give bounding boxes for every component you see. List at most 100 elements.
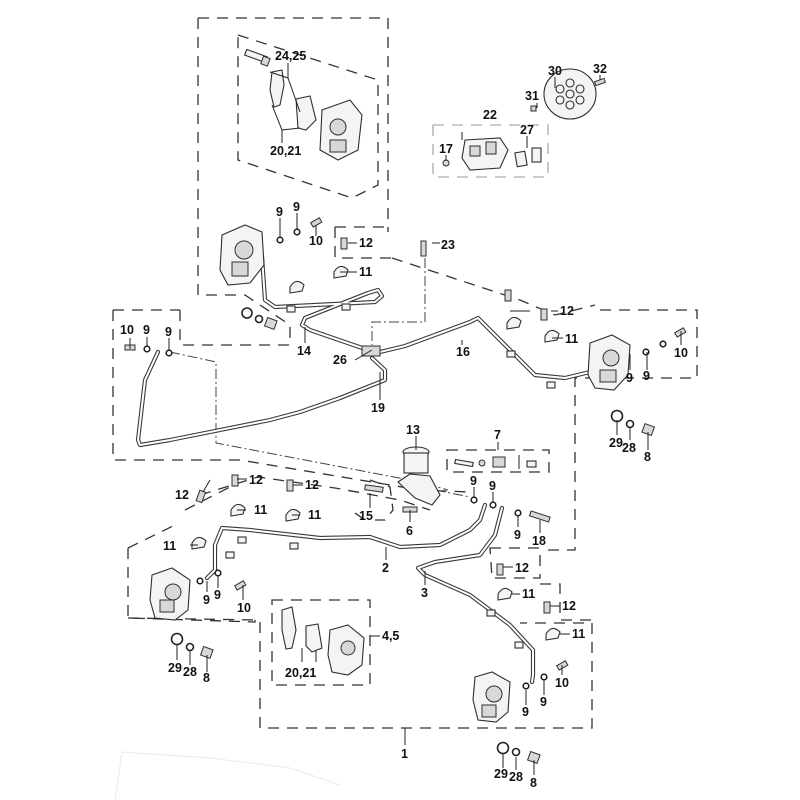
frame-lower-diagonal (127, 476, 431, 623)
label-washer-29: 29 (494, 767, 508, 781)
brake-pad-icon (269, 69, 317, 131)
label-joint-26: 26 (333, 353, 347, 367)
label-bolt-18: 18 (532, 534, 546, 548)
washer-icon (254, 314, 264, 324)
brake-caliper-icon (327, 624, 365, 676)
label-disc-bolt-32: 32 (593, 62, 607, 76)
label-washer-9: 9 (522, 705, 529, 719)
brake-caliper-icon (219, 224, 265, 286)
slide-pin-icon (243, 48, 271, 67)
brake-disc-icon (543, 68, 597, 120)
frame-caliper-kit (237, 34, 379, 199)
label-clamp-bolt-12: 12 (359, 236, 373, 250)
group-frames (112, 17, 698, 729)
label-pipe-19: 19 (371, 401, 385, 415)
washer-icon (511, 747, 521, 757)
label-clamp-bolt-12: 12 (305, 478, 319, 492)
label-washer-28: 28 (509, 770, 523, 784)
label-clamp-11: 11 (359, 265, 372, 279)
bolt-icon (526, 750, 541, 765)
frame-right-mid2 (540, 583, 593, 621)
label-disc-nut-31: 31 (525, 89, 539, 103)
frame-bolt-15 (354, 479, 394, 521)
label-hose-assembly-1: 1 (401, 747, 408, 761)
label-banjo-bolt-10: 10 (674, 346, 688, 360)
brake-caliper-icon (587, 334, 631, 391)
label-clamp-bolt-12: 12 (562, 599, 576, 613)
callout-labels: 24,25 20,21 30 32 31 22 27 17 9 9 10 12 … (120, 49, 688, 790)
components (124, 48, 687, 765)
label-washer-9: 9 (214, 588, 221, 602)
brake-pipes (135, 254, 593, 685)
bolt-icon (528, 510, 551, 523)
label-rear-pads-27: 27 (520, 123, 534, 137)
washer-icon (625, 419, 635, 429)
label-joint-bolt-23: 23 (441, 238, 455, 252)
label-switch-6: 6 (406, 524, 413, 538)
frame-mc-kit (446, 449, 550, 473)
label-banjo-bolt-10: 10 (120, 323, 134, 337)
banjo-washer-icon (143, 228, 667, 690)
bolt-icon (263, 316, 278, 331)
label-washer-9: 9 (165, 325, 172, 339)
label-washer-28: 28 (622, 441, 636, 455)
label-pipe-14: 14 (297, 344, 311, 358)
label-washer-9: 9 (203, 593, 210, 607)
brake-caliper-icon (472, 671, 511, 723)
label-washer-29: 29 (609, 436, 623, 450)
bolt-icon (641, 422, 656, 437)
frame-rear-caliper (432, 124, 549, 178)
disc-bolt-icon (593, 77, 607, 87)
pipe-grommet-icon (225, 303, 556, 649)
label-clamp-11: 11 (572, 627, 585, 641)
label-banjo-bolt-10: 10 (555, 676, 569, 690)
label-pads-20-21-bottom: 20,21 (285, 666, 316, 680)
bolt-icon (364, 484, 384, 493)
label-washer-9: 9 (143, 323, 150, 337)
label-mc-kit-7: 7 (494, 428, 501, 442)
label-bolt-15: 15 (359, 509, 373, 523)
label-washer-9: 9 (514, 528, 521, 542)
washer-icon (241, 307, 253, 319)
label-rear-caliper-22: 22 (483, 108, 497, 122)
bolt-icon (199, 645, 214, 660)
frame-lower-caliper-kit (271, 599, 371, 686)
label-clamp-11: 11 (565, 332, 578, 346)
frame-lower-left (127, 524, 261, 621)
label-clamp-11: 11 (308, 508, 321, 522)
label-clamp-bolt-12: 12 (175, 488, 189, 502)
washer-icon (610, 409, 624, 423)
disc-nut-icon (530, 105, 537, 112)
washer-icon (170, 632, 184, 646)
brake-pad-icon (281, 606, 323, 653)
label-disc-30: 30 (548, 64, 562, 78)
label-clamp-bolt-12: 12 (560, 304, 574, 318)
label-clamp-bolt-12: 12 (515, 561, 529, 575)
label-clamp-11: 11 (254, 503, 267, 517)
label-banjo-bolt-10: 10 (309, 234, 323, 248)
route-23 (371, 258, 426, 345)
label-washer-9: 9 (470, 474, 477, 488)
frame-upper-left (179, 17, 389, 346)
label-washer-9: 9 (293, 200, 300, 214)
label-washer-29: 29 (168, 661, 182, 675)
label-pipe-16: 16 (456, 345, 470, 359)
rear-brake-pad-icon (514, 147, 542, 168)
brake-caliper-icon (319, 99, 363, 161)
label-washer-28: 28 (183, 665, 197, 679)
label-pipe-2: 2 (382, 561, 389, 575)
label-master-cylinder-13: 13 (406, 423, 420, 437)
label-washer-9: 9 (276, 205, 283, 219)
washer-icon (185, 642, 195, 652)
label-pads-20-21-top: 20,21 (270, 144, 301, 158)
background-scuff (114, 751, 341, 800)
label-lower-caliper-kit-4-5: 4,5 (382, 629, 399, 643)
label-washer-9: 9 (540, 695, 547, 709)
master-cylinder-kit-icon (454, 455, 537, 469)
frame-bottom (259, 622, 593, 729)
master-cylinder-icon (397, 446, 441, 506)
frame-right-mid (489, 547, 541, 579)
label-clamp-11: 11 (522, 587, 535, 601)
label-bolt-17: 17 (439, 142, 453, 156)
